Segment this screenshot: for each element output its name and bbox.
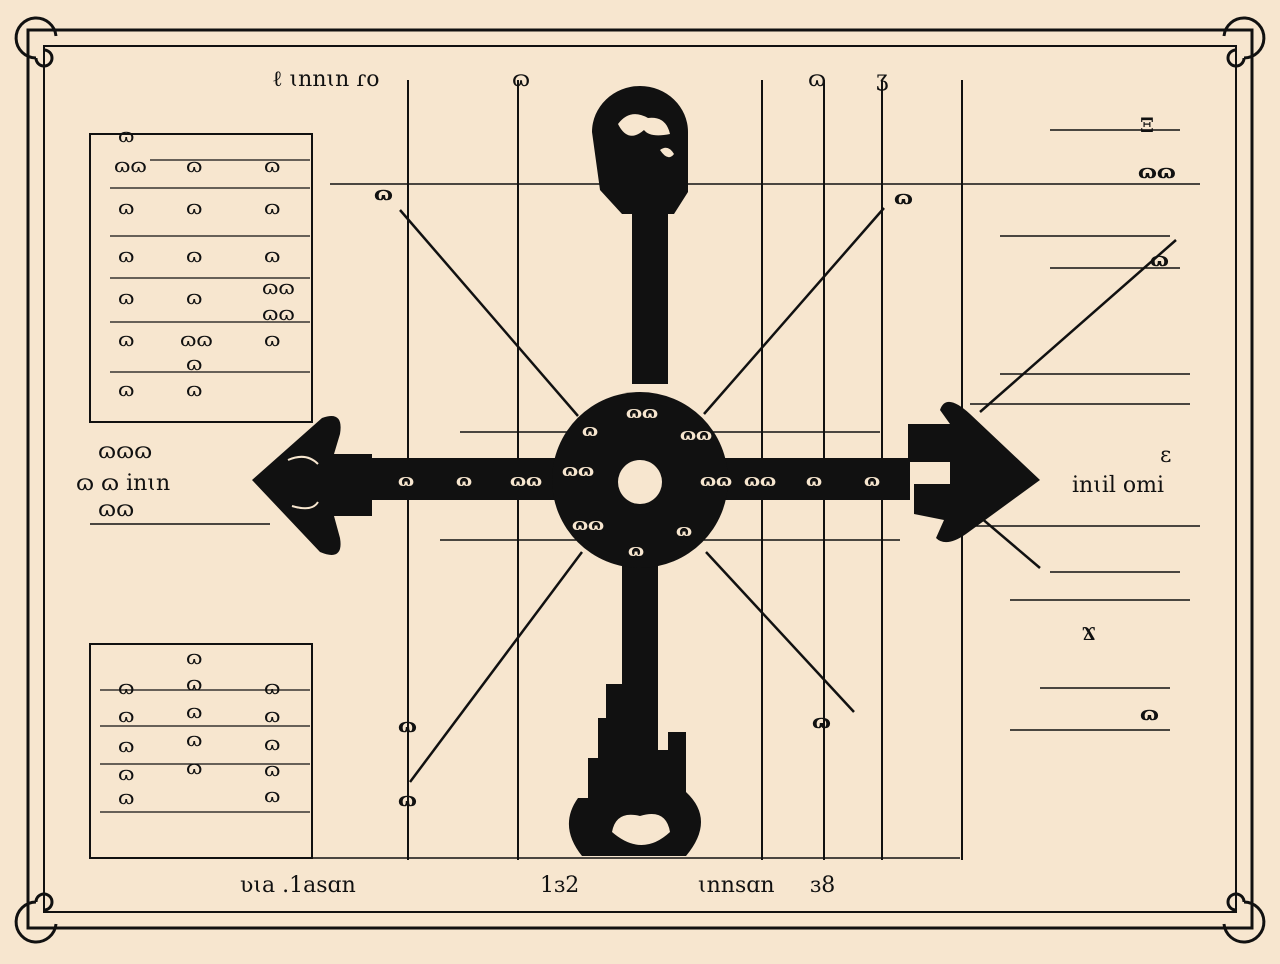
upper-table	[89, 133, 313, 423]
diagram-text: ɷ	[118, 123, 134, 147]
diagram-text: ɷ	[264, 757, 280, 781]
diagram-text: ɷ	[186, 285, 202, 309]
diagram-text: ɷ	[118, 327, 134, 351]
diagram-text: ɷ	[118, 785, 134, 809]
wheel-text: ɷɷ	[562, 461, 594, 481]
lower-table	[89, 643, 313, 859]
diagram-text: ɛ	[1160, 443, 1171, 468]
diagram-text: ɷ	[118, 675, 134, 699]
diagram-text: ɷ	[264, 675, 280, 699]
wheel-text: ɷ	[582, 421, 598, 441]
diagram-text: ɷ	[456, 471, 472, 491]
diagram-text: ɷɷ	[1138, 159, 1176, 183]
wheel-text: ɷ	[676, 521, 692, 541]
bottom-label-far-right: ɜ8	[810, 873, 835, 898]
right-side-label: ɛ inɩil omi	[1072, 443, 1171, 498]
diagram-text: ɷ	[264, 243, 280, 267]
diagram-text: ɷ	[118, 243, 134, 267]
diagram-text: ɷ	[186, 377, 202, 401]
diagram-text: ɷɷ	[510, 471, 542, 491]
top-label-mid: ɷ	[512, 67, 530, 92]
diagram-text: ɷ	[186, 727, 202, 751]
diagram-text: ɷ	[118, 285, 134, 309]
center-hole	[618, 460, 662, 504]
wheel-text: ɷɷ	[680, 425, 712, 445]
top-label-right-b: ʒ	[876, 67, 888, 92]
diagram-text: ɷɷ	[114, 153, 147, 177]
diagram-text: ɷɷ	[744, 471, 776, 491]
diagram-text: ɷ	[186, 671, 202, 695]
bottom-label-left: ʋɩa .1asɑn	[240, 873, 356, 898]
left-side-label: ɷɷɷ ɷ ɷ inɩn ɷɷ	[76, 439, 170, 522]
wheel-text: ɷ	[628, 541, 644, 561]
diagram-text: ɷ	[812, 709, 831, 733]
right-arrowhead	[908, 401, 1040, 543]
diagram-text: ɷ	[264, 153, 280, 177]
diagram-text: Ϫ	[1082, 621, 1096, 645]
key-bottom-bit	[568, 560, 701, 856]
diagram-text: ɷɷɷ	[98, 439, 152, 464]
key-top-bow	[592, 86, 688, 384]
diagram-text: ɷ	[186, 351, 202, 375]
diagram-text: ɷ	[186, 645, 202, 669]
right-marks: Ξ ɷɷ ɷ Ϫ ɷ	[1082, 113, 1176, 725]
wheel-inscription: ɷɷ ɷɷ ɷɷ ɷ ɷ ɷɷ ɷɷ ɷ	[562, 403, 732, 561]
diagonal-rays	[399, 207, 1177, 783]
diagram-text: ɷ	[894, 185, 913, 209]
top-label-left: ℓ ɩnnɩn ɾo	[272, 67, 380, 92]
diagram-text: ɷ	[118, 761, 134, 785]
diagram-text: ɷ	[186, 755, 202, 779]
diagram-text: ɷ	[806, 471, 822, 491]
diagram-text: ɷ	[118, 703, 134, 727]
diagram-text: ɷ	[118, 733, 134, 757]
diagram-text: ɷ	[1150, 247, 1169, 271]
diagram-text: ɷɷ	[262, 301, 295, 325]
diagram-text: ɷɷ	[180, 327, 213, 351]
diagram-text: ɷ	[264, 731, 280, 755]
bottom-label-right: ɩnnsɑn	[698, 873, 775, 898]
diagram-text: ɷɷ	[98, 497, 134, 522]
wheel-text: ɷɷ	[572, 515, 604, 535]
diagram-text: ɷ	[186, 699, 202, 723]
diagram-text: ɷ	[118, 195, 134, 219]
diagram-text: inɩil omi	[1072, 473, 1164, 498]
diagram-text: ɷ	[264, 703, 280, 727]
left-arrowhead	[252, 416, 372, 555]
diagram-text: ɷ	[186, 153, 202, 177]
top-label-right-a: ɷ	[808, 67, 826, 92]
diagram-text: ɷ	[864, 471, 880, 491]
diagram-text: ɷ	[186, 243, 202, 267]
diagram-text: ɷɷ	[262, 275, 295, 299]
diagram-text: ɷ	[264, 195, 280, 219]
bottom-label-mid: 1ɜ2	[540, 873, 579, 898]
diagram-text: ɷ	[398, 787, 417, 811]
diagram-text: ɷ ɷ inɩn	[76, 471, 170, 496]
diagram-text: ɷ	[1140, 701, 1159, 725]
diagram-text: ɷ	[186, 195, 202, 219]
diagram-text: ɷ	[374, 181, 393, 205]
wheel-text: ɷɷ	[626, 403, 658, 423]
diagram-text: ɷ	[398, 713, 417, 737]
diagram-text: ɷ	[118, 377, 134, 401]
shaft-inscription: ɷ ɷ ɷɷ ɷɷ ɷ ɷ	[398, 471, 880, 491]
wheel-text: ɷɷ	[700, 471, 732, 491]
lower-table-text: ɷ ɷ ɷ ɷ ɷ ɷ ɷ ɷ ɷ ɷ ɷ ɷ ɷ ɷ ɷ	[118, 645, 280, 809]
diagram-text: ɷ	[398, 471, 414, 491]
ray-labels: ɷ ɷ ɷ ɷ ɷ	[374, 181, 913, 811]
ornate-frame	[14, 16, 1266, 944]
upper-table-text: ɷ ɷɷ ɷ ɷ ɷ ɷ ɷ ɷ ɷ ɷ ɷ ɷɷ ɷ ɷ ɷ ɷ ɷ ɷɷ ɷ…	[114, 123, 295, 401]
diagram-text: ɷ	[264, 327, 280, 351]
diagram-text: Ξ	[1140, 113, 1154, 137]
diagram-text: ɷ	[264, 783, 280, 807]
central-key-emblem	[252, 86, 1040, 856]
